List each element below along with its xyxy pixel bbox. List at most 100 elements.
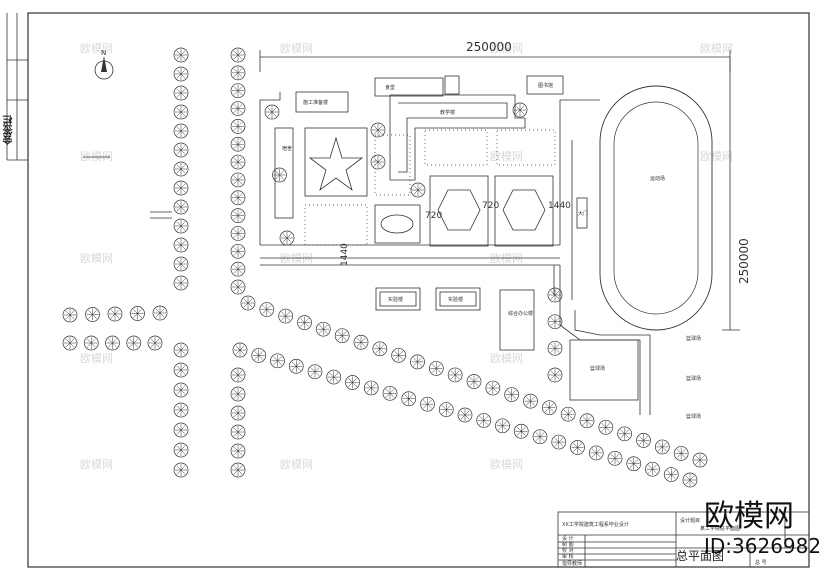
svg-text:欧模网: 欧模网 xyxy=(700,150,733,163)
tree-icon xyxy=(270,353,285,369)
building-canteen: 食堂 xyxy=(374,75,460,97)
svg-text:审 核: 审 核 xyxy=(562,553,574,560)
tree-icon xyxy=(230,443,246,459)
tree-icon xyxy=(512,102,528,118)
top-dimension: 250000 xyxy=(259,40,731,72)
tree-icon xyxy=(173,362,189,378)
svg-text:欧模网: 欧模网 xyxy=(490,352,523,365)
tree-icon xyxy=(428,361,444,376)
svg-text:施工准备楼: 施工准备楼 xyxy=(303,99,328,106)
title-project-label: 设计题目 xyxy=(680,517,700,524)
tree-icon xyxy=(547,367,563,383)
tree-icon xyxy=(173,123,189,139)
brand-watermark: 欧模网 xyxy=(704,499,794,534)
svg-text:指导教师: 指导教师 xyxy=(562,560,582,567)
svg-text:教学楼: 教学楼 xyxy=(440,109,455,116)
tree-icon xyxy=(230,279,246,295)
tree-icon xyxy=(173,256,189,272)
tree-icon xyxy=(230,462,246,478)
svg-text:欧模网: 欧模网 xyxy=(490,458,523,471)
svg-text:欧模网: 欧模网 xyxy=(80,42,113,55)
tree-icon xyxy=(107,306,123,322)
tree-icon xyxy=(130,306,145,321)
svg-text:欧模网: 欧模网 xyxy=(80,150,113,163)
tree-icon xyxy=(230,386,246,402)
svg-text:欧模网: 欧模网 xyxy=(80,352,113,365)
tree-icon xyxy=(230,65,246,81)
tree-icon xyxy=(272,167,287,183)
oval-feature xyxy=(374,204,421,244)
svg-text:篮球场: 篮球场 xyxy=(686,413,701,420)
tree-icon xyxy=(173,382,189,398)
faint-watermarks: 欧模网 欧模网 欧模网 欧模网 欧模网 欧模网 欧模网 欧模网 欧模网 欧模网 … xyxy=(80,42,733,471)
tree-icon xyxy=(438,402,454,417)
tree-icon xyxy=(547,314,563,330)
tree-icon xyxy=(645,461,660,477)
tree-icon xyxy=(173,142,189,158)
tree-icon xyxy=(279,230,295,246)
tree-icon xyxy=(230,243,246,259)
tree-icon xyxy=(230,208,246,223)
road-dim-a: 720 xyxy=(425,211,442,221)
svg-text:欧模网: 欧模网 xyxy=(280,458,313,471)
svg-text:综合办公楼: 综合办公楼 xyxy=(508,310,533,317)
tree-icon xyxy=(607,450,623,466)
svg-text:食堂: 食堂 xyxy=(385,84,395,91)
tree-icon xyxy=(240,295,256,311)
title-project-value: 某工学院总平面图 xyxy=(700,525,740,532)
tree-icon xyxy=(547,340,563,356)
tree-icon xyxy=(523,393,538,409)
tree-icon xyxy=(230,261,246,277)
svg-text:N: N xyxy=(101,49,106,57)
tree-icon xyxy=(315,321,331,337)
gate: 大门 xyxy=(576,197,588,229)
tree-icon xyxy=(83,335,99,351)
tree-icon xyxy=(173,462,189,478)
tree-icon xyxy=(476,413,492,428)
tree-icon xyxy=(230,83,246,99)
site-boundary xyxy=(259,92,651,415)
tree-icon xyxy=(466,374,482,389)
tree-icon xyxy=(485,380,501,396)
tree-icon xyxy=(551,434,567,450)
tree-icon xyxy=(547,287,563,303)
tree-icon xyxy=(230,190,246,206)
tree-icon xyxy=(230,101,246,116)
sports-field-label: 运动场 xyxy=(650,175,665,182)
hex-gardens xyxy=(429,175,554,247)
tree-icon xyxy=(173,275,189,291)
building-workshop: 施工准备楼 xyxy=(295,91,349,113)
tree-icon xyxy=(588,445,604,461)
svg-text:校 对: 校 对 xyxy=(562,547,574,554)
tree-icon xyxy=(173,47,189,63)
tree-icon xyxy=(626,456,642,472)
tree-icon xyxy=(230,154,246,170)
svg-text:篮球场: 篮球场 xyxy=(686,375,701,382)
tree-icon xyxy=(251,348,267,363)
svg-text:欧模网: 欧模网 xyxy=(80,252,113,265)
right-dimension: 250000 xyxy=(722,57,751,331)
building-dorm: 宿舍 xyxy=(274,127,294,219)
tree-icon xyxy=(230,119,246,134)
tree-icon xyxy=(278,308,294,324)
side-label: 会签栏 xyxy=(4,115,15,145)
tree-icon xyxy=(654,439,670,455)
tree-icon xyxy=(173,199,189,215)
building-office: 综合办公楼 xyxy=(499,289,535,351)
svg-text:宿舍: 宿舍 xyxy=(282,145,292,152)
tree-icon xyxy=(570,440,585,455)
building-hall: 图书馆 xyxy=(526,75,564,95)
title-school: XX工学院建筑工程系毕业设计 xyxy=(562,521,629,528)
tree-icon xyxy=(420,396,435,412)
tree-icon xyxy=(598,419,614,435)
svg-text:欧模网: 欧模网 xyxy=(490,252,523,265)
tree-icon xyxy=(334,328,350,344)
tree-icon xyxy=(173,402,189,418)
tree-icon xyxy=(636,433,651,448)
tree-icon xyxy=(173,422,189,438)
tree-icon xyxy=(230,136,246,152)
building-lab-small: 实验楼 xyxy=(375,287,421,311)
svg-text:设 计: 设 计 xyxy=(562,535,574,542)
svg-text:欧模网: 欧模网 xyxy=(490,42,523,55)
tree-icon xyxy=(147,335,163,351)
